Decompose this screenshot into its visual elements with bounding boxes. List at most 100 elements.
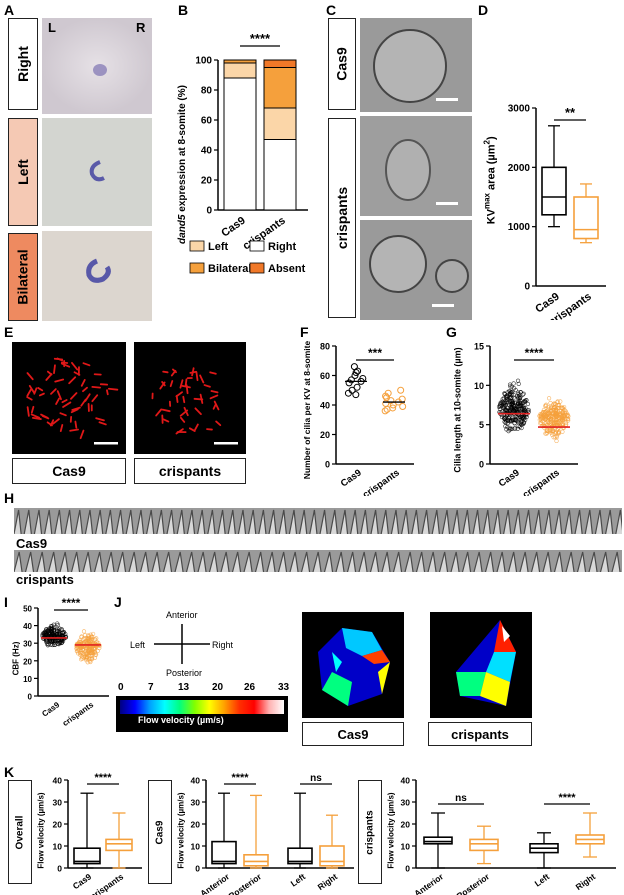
label-l: L [48,20,56,35]
g-point [546,396,552,401]
i-sig-label: **** [62,598,81,610]
g-point [496,404,502,409]
k1-sig-label: **** [94,772,112,784]
g-point [502,404,507,410]
compass-posterior: Posterior [166,668,203,678]
kymo-wave [554,509,563,534]
f-point [352,391,360,399]
kymo-wave [369,551,380,572]
b-ytick-label: 80 [201,86,213,97]
cilium [26,406,30,417]
kymo-wave [611,551,621,572]
b-xtick-label: Cas9 [219,215,247,240]
k1-ytick-label: 30 [53,798,63,808]
kymo-wave [576,551,587,572]
i-xtick-label: crispants [61,700,96,728]
cilium [41,415,50,420]
cilium [30,405,35,414]
kymo-wave [14,509,22,534]
row-label-bilateral: Bilateral [8,233,38,321]
b-ytick-label: 40 [201,146,213,157]
cilium [195,371,199,382]
k1-box-crispants [105,838,133,852]
kymo-wave [415,551,426,572]
g-ytick-label: 15 [474,342,484,352]
cilium [56,390,62,401]
kymo-wave [248,509,257,534]
cilium [209,394,219,400]
caption-e-crispants: crispants [134,458,246,484]
b-bar-right [223,77,257,211]
cilium [175,428,184,435]
cilium [74,420,78,429]
i-point [55,629,60,634]
b-bar-left [263,107,297,140]
kymo-wave [207,509,216,534]
k3-sig-label: **** [558,792,576,804]
g-xtick-label: Cas9 [497,467,522,489]
g-point [563,409,569,414]
kymo-wave [220,551,230,572]
cilium [31,416,42,420]
g-point [551,402,556,407]
f-point [399,402,407,410]
g-ytick-label: 5 [479,420,484,430]
kymo-wave [217,509,226,534]
kymo-wave [553,551,564,572]
cilium [199,393,204,404]
cilium [161,381,166,387]
k3-box-anterior [423,836,453,845]
cilium [203,384,211,388]
k1-ytick-label: 10 [53,842,63,852]
kymo-wave [266,551,276,572]
cilium [69,428,79,432]
cilium [79,429,85,440]
row-label-right: Right [8,18,38,110]
i-point [86,647,92,652]
compass-anterior: Anterior [166,610,198,620]
kymo-wave [174,551,184,572]
i-point [43,629,48,634]
kymo-wave [115,509,124,534]
chart-g-ylabel: Cilia length at 10-somite (µm) [453,347,463,473]
g-point [541,423,546,429]
b-ytick-label: 100 [195,56,212,67]
kymo-wave [33,509,43,534]
g-point [505,425,510,430]
k2-sig-label: **** [231,772,249,784]
cilium [106,389,109,396]
panel-label-g: G [446,324,457,340]
kymo-wave [350,509,359,534]
kymo-wave [452,509,461,534]
kymo-wave [59,551,69,572]
g-point [520,400,525,405]
k2-box-left [287,847,313,865]
g-point [515,426,520,432]
k3-sig-label: ns [455,793,467,804]
g-point [511,392,516,398]
i-point [85,648,91,653]
kymo-wave [146,509,155,534]
kymo-wave [507,551,518,572]
i-ytick-label: 50 [23,605,32,614]
i-ytick-label: 30 [23,640,32,649]
cilium [170,369,177,377]
cilium [82,362,91,367]
kymo-wave [339,509,349,534]
cilium [95,417,105,422]
cilium [50,388,57,395]
chart-i-ylabel: CBF (Hz) [11,641,21,675]
k2-box-posterior [243,854,269,867]
kymo-wave [162,551,173,572]
g-point [503,420,508,425]
d-ytick-label: 3000 [508,104,531,115]
k1-ytick-label: 0 [57,864,62,874]
g-point [554,438,559,444]
cilium [82,386,88,393]
g-point [560,429,565,434]
f-ytick-label: 60 [320,371,330,381]
cilium [38,392,45,397]
cilia-image-crispants [134,342,246,454]
